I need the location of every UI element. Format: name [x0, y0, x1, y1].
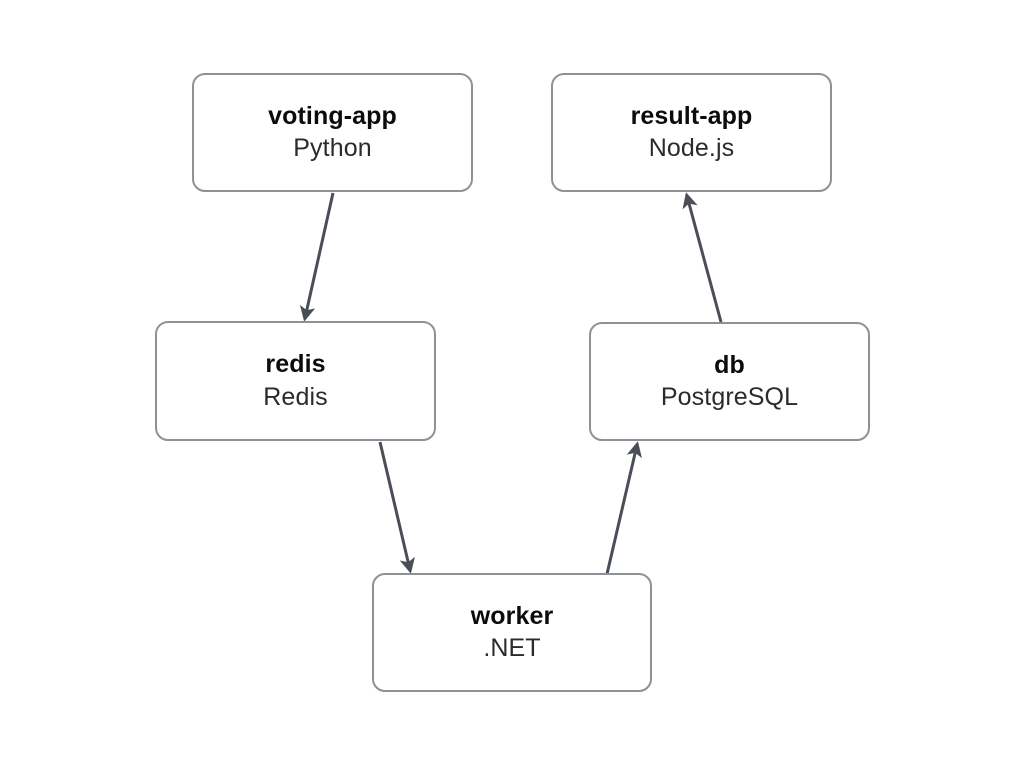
node-subtitle: .NET: [483, 634, 541, 663]
node-title: redis: [265, 350, 326, 379]
edge-redis-to-worker: [378, 441, 415, 574]
node-voting-app[interactable]: voting-app Python: [192, 73, 473, 192]
node-subtitle: Node.js: [648, 134, 735, 163]
node-subtitle: Redis: [263, 382, 328, 411]
edge-worker-to-db: [605, 441, 642, 575]
edge-voting-app-to-redis: [299, 192, 335, 322]
node-title: worker: [470, 601, 554, 630]
node-worker[interactable]: worker .NET: [372, 573, 652, 692]
node-title: db: [714, 350, 745, 379]
node-title: voting-app: [268, 101, 397, 130]
node-title: result-app: [630, 101, 753, 130]
edge-db-to-result-app: [682, 192, 723, 323]
node-db[interactable]: db PostgreSQL: [589, 322, 870, 441]
node-subtitle: PostgreSQL: [660, 383, 799, 412]
node-redis[interactable]: redis Redis: [155, 321, 436, 441]
node-result-app[interactable]: result-app Node.js: [551, 73, 832, 192]
node-subtitle: Python: [293, 134, 372, 163]
